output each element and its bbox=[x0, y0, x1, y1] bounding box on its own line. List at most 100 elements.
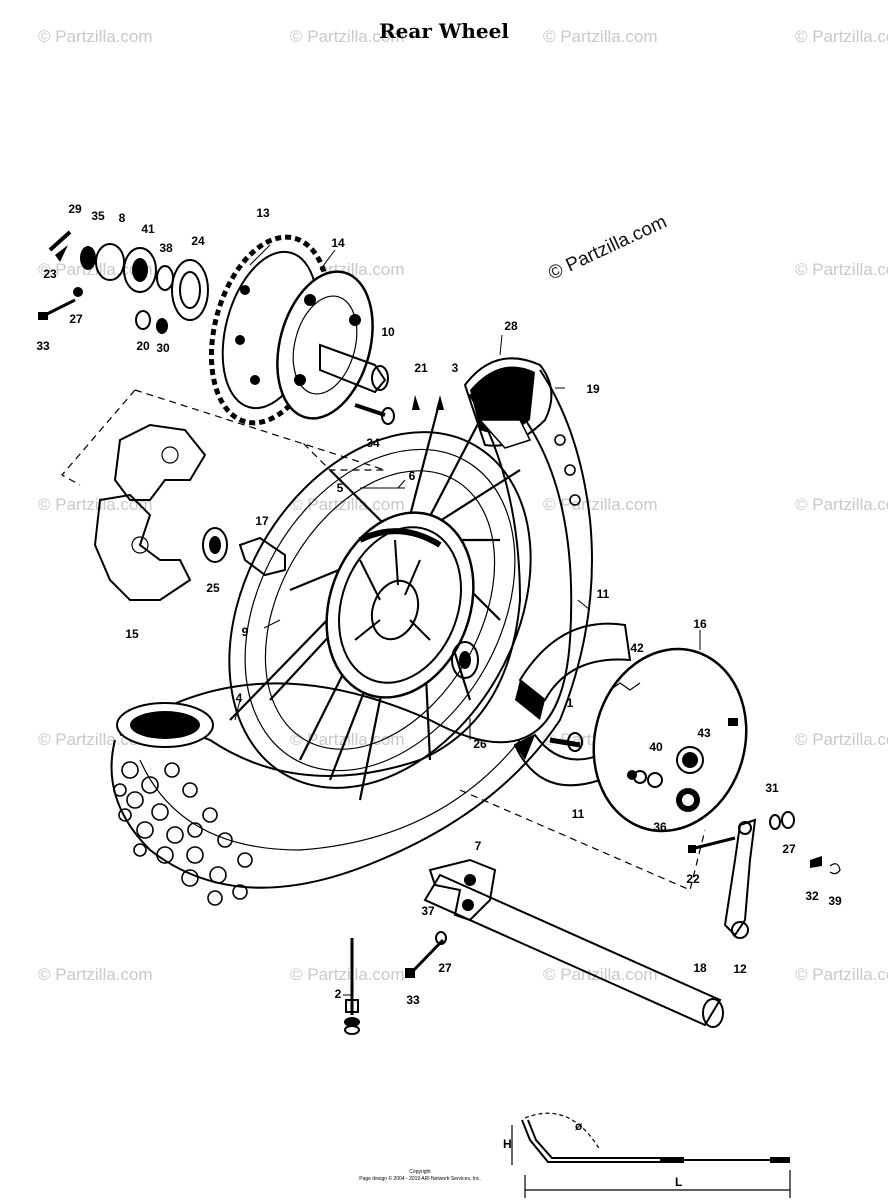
spoke-dimension-diagram: ø H L bbox=[503, 1112, 791, 1198]
bolt-34 bbox=[354, 403, 395, 425]
bolt-33-upper bbox=[38, 287, 83, 320]
callout-17: 17 bbox=[255, 514, 269, 528]
tire bbox=[110, 357, 593, 906]
callout-38: 38 bbox=[159, 241, 173, 255]
dimension-label-h: H bbox=[503, 1137, 512, 1151]
watermark: © Partzilla.com bbox=[795, 965, 888, 984]
bolt-33-lower bbox=[405, 931, 447, 978]
hub bbox=[325, 511, 475, 699]
watermark: © Partzilla.com bbox=[290, 495, 405, 514]
callout-20: 20 bbox=[136, 339, 150, 353]
callout-42: 42 bbox=[630, 641, 644, 655]
leader-lines bbox=[234, 244, 701, 996]
page-title: Rear Wheel bbox=[379, 19, 509, 43]
callout-10: 10 bbox=[381, 325, 395, 339]
angle-mark: ø bbox=[575, 1119, 583, 1133]
cush-drive-rubbers bbox=[93, 423, 207, 601]
callout-25: 25 bbox=[206, 581, 220, 595]
callout-2: 2 bbox=[335, 987, 342, 1001]
callout-9: 9 bbox=[242, 625, 249, 639]
callout-34: 34 bbox=[366, 436, 380, 450]
brake-panel bbox=[592, 647, 748, 833]
callout-35: 35 bbox=[91, 209, 105, 223]
watermark: © Partzilla.com bbox=[795, 27, 888, 46]
torque-link bbox=[428, 858, 497, 922]
callout-7: 7 bbox=[475, 839, 482, 853]
callout-27-right: 27 bbox=[782, 842, 796, 856]
callout-4: 4 bbox=[236, 691, 243, 705]
callout-23: 23 bbox=[43, 267, 57, 281]
watermark: © Partzilla.com bbox=[543, 495, 658, 514]
callout-29: 29 bbox=[68, 202, 82, 216]
hub-bearing-25 bbox=[202, 527, 228, 563]
sprocket-bearing-stack bbox=[48, 230, 209, 321]
callout-27: 27 bbox=[69, 312, 83, 326]
rear-axle bbox=[423, 873, 724, 1028]
callout-11-lower: 11 bbox=[572, 807, 585, 821]
brake-arm-bolt-22 bbox=[688, 836, 736, 853]
tire-valve-parts bbox=[412, 395, 444, 410]
callout-40: 40 bbox=[649, 740, 663, 754]
callout-19: 19 bbox=[586, 382, 600, 396]
callout-21: 21 bbox=[414, 361, 428, 375]
copyright-line-2: Page design © 2004 - 2019 ARI Network Se… bbox=[359, 1175, 481, 1182]
callout-36: 36 bbox=[653, 820, 667, 834]
dimension-label-l: L bbox=[675, 1175, 682, 1189]
tire-tread-pattern bbox=[113, 434, 581, 906]
watermark: © Partzilla.com bbox=[543, 965, 658, 984]
callout-3: 3 bbox=[452, 361, 459, 375]
watermark: © Partzilla.com bbox=[795, 730, 888, 749]
callout-43: 43 bbox=[697, 726, 711, 740]
hub-bearing-26 bbox=[451, 641, 479, 679]
callout-8: 8 bbox=[119, 211, 126, 225]
callout-16: 16 bbox=[693, 617, 707, 631]
callout-28: 28 bbox=[504, 319, 518, 333]
callout-32: 32 bbox=[805, 889, 819, 903]
callout-6: 6 bbox=[409, 469, 416, 483]
copyright-line-1: Copyright bbox=[409, 1169, 431, 1175]
clip-32-39 bbox=[810, 856, 841, 875]
callout-22: 22 bbox=[686, 872, 700, 886]
watermark: © Partzilla.com bbox=[795, 260, 888, 279]
callout-41: 41 bbox=[141, 222, 155, 236]
callout-12: 12 bbox=[733, 962, 747, 976]
callout-18: 18 bbox=[693, 961, 707, 975]
callout-33: 33 bbox=[36, 339, 50, 353]
callout-13: 13 bbox=[256, 206, 270, 220]
callout-33-lower: 33 bbox=[406, 993, 420, 1007]
washer-20 bbox=[135, 310, 168, 334]
cush-drive-group-outline bbox=[61, 389, 386, 486]
callout-24: 24 bbox=[191, 234, 205, 248]
watermark: © Partzilla.com bbox=[290, 965, 405, 984]
callout-26: 26 bbox=[473, 737, 487, 751]
watermark: © Partzilla.com bbox=[38, 965, 153, 984]
watermark: © Partzilla.com bbox=[795, 495, 888, 514]
tire-section-lower-core bbox=[130, 711, 200, 739]
nut-27-right bbox=[769, 811, 795, 830]
callout-39: 39 bbox=[828, 894, 842, 908]
sprocket-axle-10 bbox=[319, 343, 389, 394]
callout-31: 31 bbox=[765, 781, 779, 795]
callout-14: 14 bbox=[331, 236, 345, 250]
watermark-dark: © Partzilla.com bbox=[545, 211, 670, 284]
tire-valve-2 bbox=[344, 938, 360, 1035]
callout-15: 15 bbox=[125, 627, 139, 641]
watermark: © Partzilla.com bbox=[290, 730, 405, 749]
callout-5: 5 bbox=[337, 481, 344, 495]
callout-37: 37 bbox=[421, 904, 435, 918]
watermark: © Partzilla.com bbox=[38, 495, 153, 514]
watermark: © Partzilla.com bbox=[38, 27, 153, 46]
brake-cam bbox=[549, 732, 583, 752]
callout-labels: 29 35 8 41 38 24 13 14 23 27 33 20 30 10… bbox=[36, 202, 842, 1007]
brake-group-outline bbox=[459, 789, 706, 891]
callout-27-lower: 27 bbox=[438, 961, 452, 975]
watermark: © Partzilla.com bbox=[543, 27, 658, 46]
callout-30: 30 bbox=[156, 341, 170, 355]
callout-1: 1 bbox=[567, 696, 574, 710]
watermark: © Partzilla.com bbox=[290, 27, 405, 46]
brake-arm bbox=[723, 818, 757, 939]
brake-spring bbox=[609, 682, 641, 691]
callout-11-upper: 11 bbox=[597, 587, 610, 601]
spacer-17 bbox=[238, 536, 286, 577]
